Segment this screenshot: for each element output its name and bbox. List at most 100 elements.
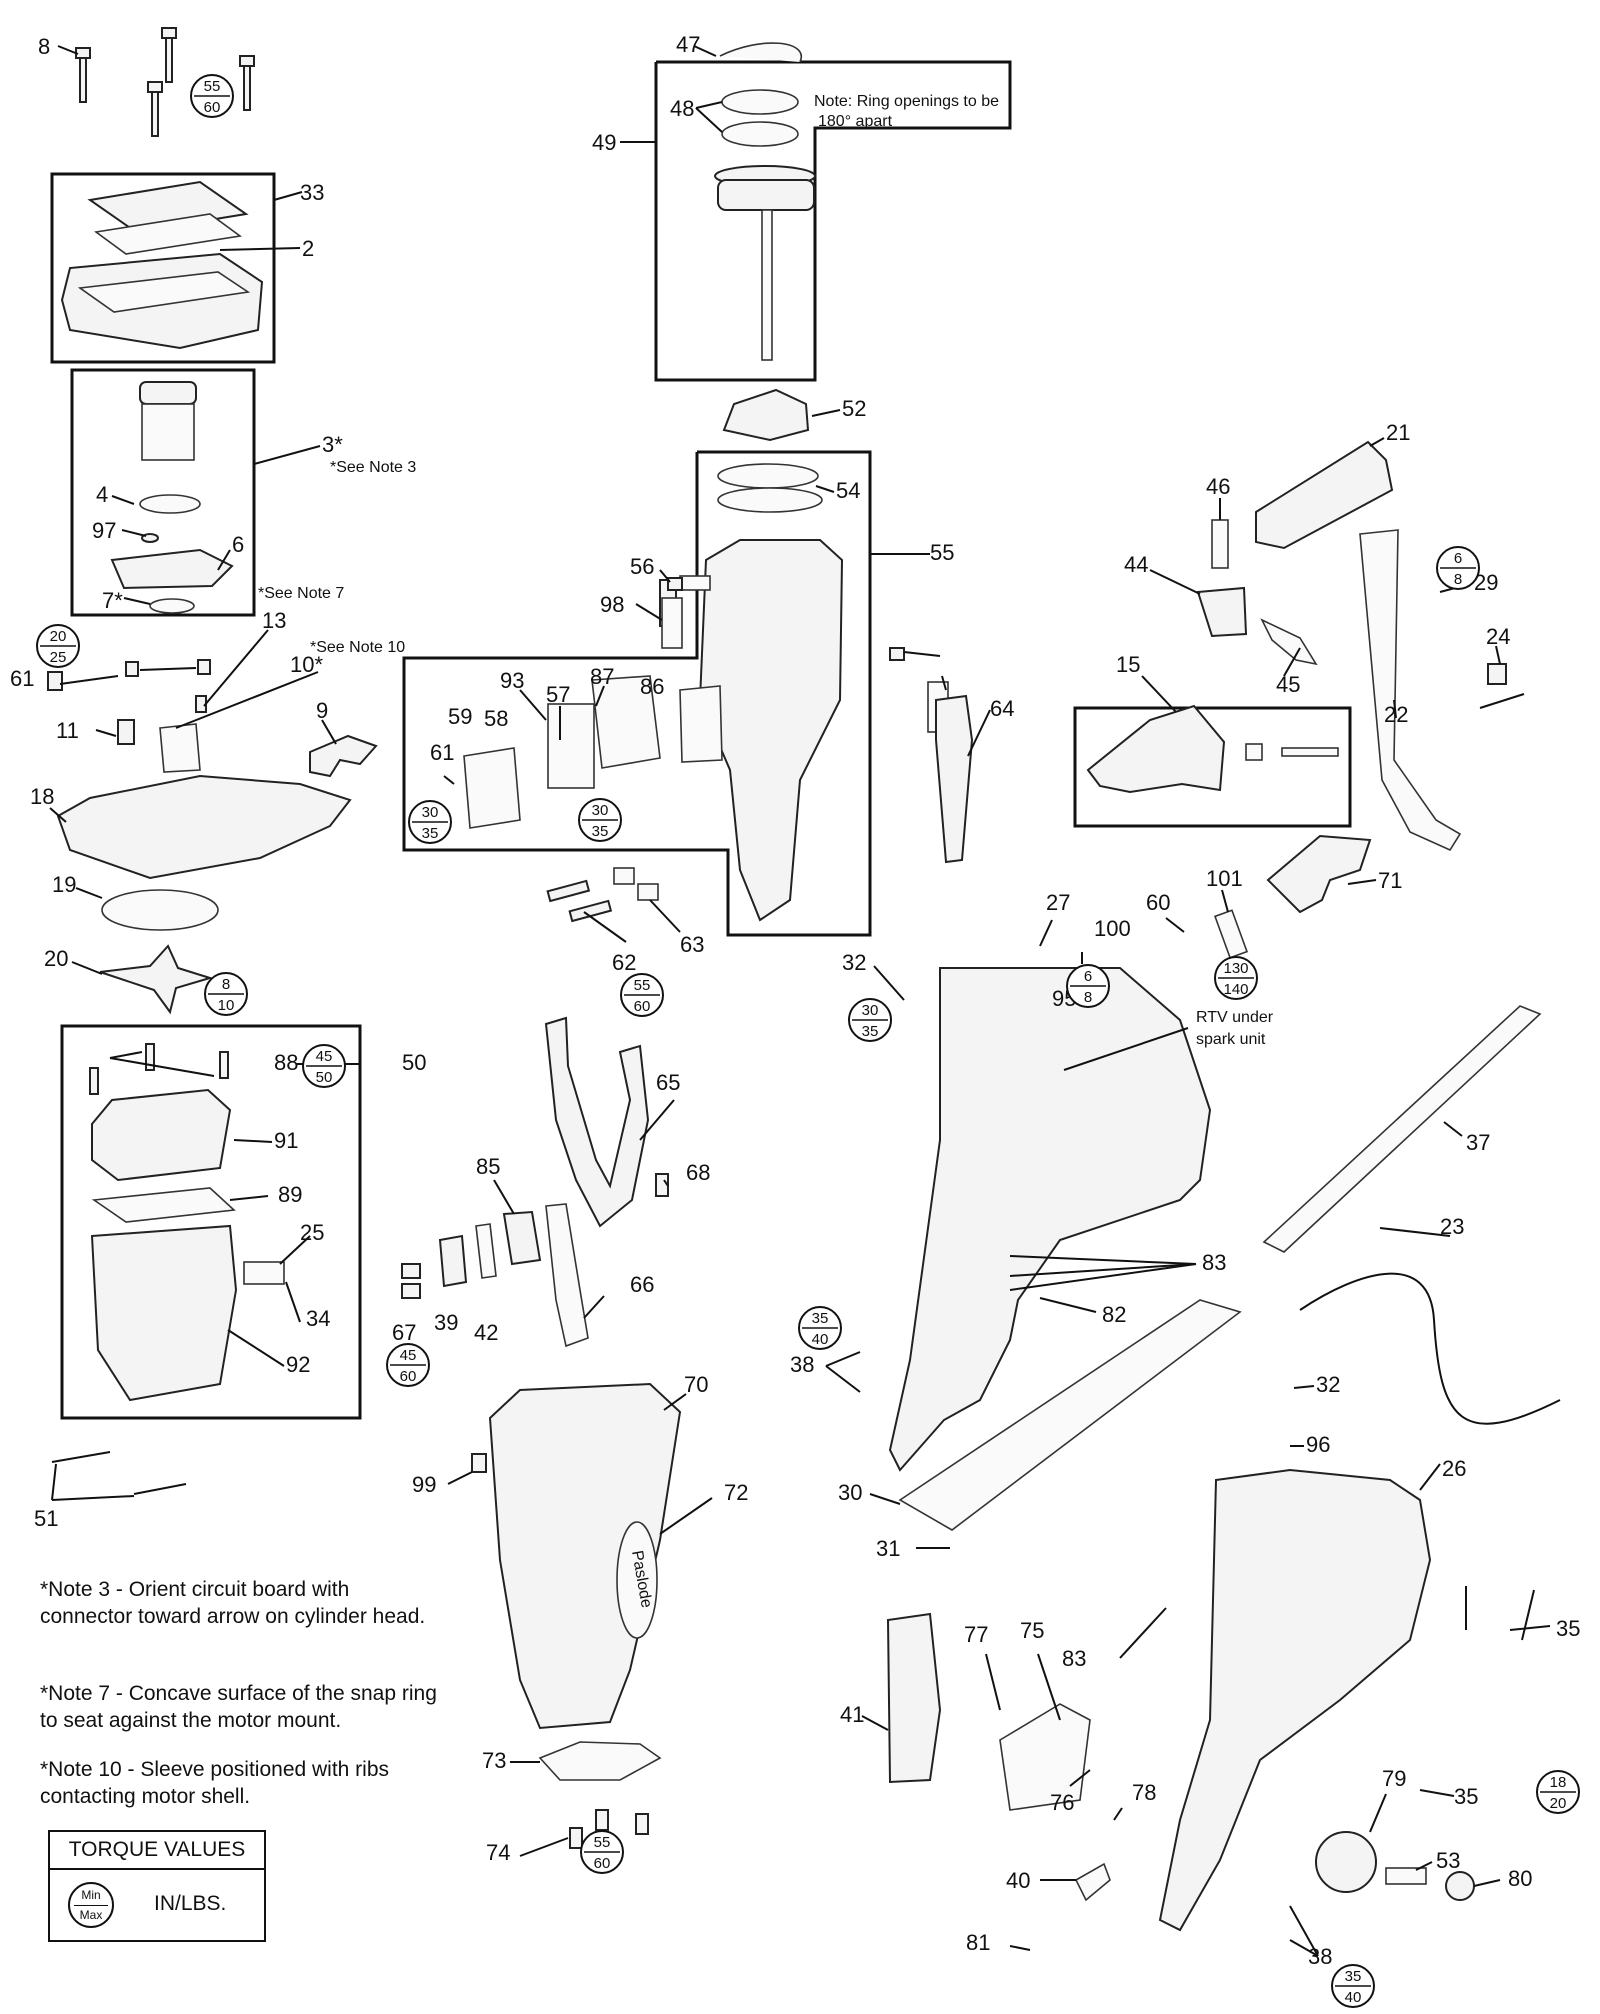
callout-3: 3* (322, 432, 343, 457)
callout-78: 78 (1132, 1780, 1156, 1805)
callout-18: 18 (30, 784, 54, 809)
trigger-small-parts (401, 1173, 669, 1299)
latch-40 (1074, 1862, 1111, 1902)
legend-max: Max (79, 1908, 103, 1922)
torque-min: 130 (1223, 960, 1248, 977)
combustion-chamber-box (402, 450, 872, 937)
main-frame (888, 967, 1212, 1472)
spring-46 (1211, 519, 1229, 569)
callout-13: 13 (262, 608, 286, 633)
latch-75 (999, 1703, 1091, 1811)
callout-53: 53 (1436, 1848, 1460, 1873)
torque-min: 35 (812, 1310, 829, 1327)
torque-min: 30 (862, 1002, 879, 1019)
legend-title: TORQUE VALUES (50, 1832, 264, 1870)
torque-badge: 810 (204, 972, 248, 1016)
note-3: *Note 3 - Orient circuit board with conn… (40, 1578, 426, 1628)
pins (51, 1451, 187, 1495)
callout-33: 33 (300, 180, 324, 205)
callout-83b: 83 (1062, 1646, 1086, 1671)
callout-10: 10* (290, 652, 323, 677)
torque-min: 8 (222, 976, 230, 993)
torque-max: 8 (1084, 989, 1092, 1006)
misc-small-parts (47, 659, 378, 778)
callout-67: 67 (392, 1320, 416, 1345)
torque-max: 8 (1454, 571, 1462, 588)
torque-legend: TORQUE VALUES Min Max IN/LBS. (48, 1830, 266, 1942)
callout-25: 25 (300, 1220, 324, 1245)
bumper (722, 388, 810, 442)
rtv-line2: spark unit (1196, 1031, 1266, 1048)
callout-27: 27 (1046, 890, 1070, 915)
callout-32a: 32 (842, 950, 866, 975)
callout-49: 49 (592, 130, 616, 155)
torque-max: 25 (50, 649, 67, 666)
snap-ring (101, 889, 219, 931)
callout-7: 7* (102, 588, 123, 613)
callout-97: 97 (92, 518, 116, 543)
torque-max: 35 (862, 1023, 879, 1040)
torque-max: 140 (1223, 981, 1248, 998)
trigger-linkage (544, 1016, 650, 1228)
piston-assembly (714, 42, 816, 361)
ring-note-line2: 180° apart (818, 113, 893, 130)
feeder-41 (886, 1612, 942, 1784)
torque-min: 55 (594, 1834, 611, 1851)
torque-max: 50 (316, 1069, 333, 1086)
callout-71: 71 (1378, 868, 1402, 893)
callout-35a: 35 (1556, 1616, 1580, 1641)
rtv-line1: RTV under (1196, 1009, 1274, 1026)
callout-30: 30 (838, 1480, 862, 1505)
callout-37: 37 (1466, 1130, 1490, 1155)
cylinder (463, 463, 844, 922)
callout-93: 93 (500, 668, 524, 693)
spark-wire (1299, 1272, 1561, 1425)
callout-26: 26 (1442, 1456, 1466, 1481)
rail-30-31 (898, 1299, 1242, 1531)
callout-41: 41 (840, 1702, 864, 1727)
callout-101: 101 (1206, 866, 1243, 891)
torque-max: 60 (400, 1368, 417, 1385)
torque-min: 55 (204, 78, 221, 95)
plug (471, 1453, 487, 1473)
torque-badge: 68 (1066, 964, 1110, 1008)
callout-11: 11 (56, 718, 79, 743)
callout-19: 19 (52, 872, 76, 897)
callout-8: 8 (38, 34, 50, 59)
callout-61b: 61 (430, 740, 454, 765)
torque-max: 35 (592, 823, 609, 840)
callout-38a: 38 (790, 1352, 814, 1377)
callout-81: 81 (966, 1930, 990, 1955)
callout-63: 63 (680, 932, 704, 957)
callout-34: 34 (306, 1306, 330, 1331)
callout-70: 70 (684, 1372, 708, 1397)
callout-96: 96 (1306, 1432, 1330, 1457)
callout-46: 46 (1206, 474, 1230, 499)
clip-45 (1260, 618, 1318, 666)
torque-max: 40 (812, 1331, 829, 1348)
wire-harness (1359, 529, 1462, 852)
callout-75: 75 (1020, 1618, 1044, 1643)
callout-38b: 38 (1308, 1944, 1332, 1969)
callout-35b: 35 (1454, 1784, 1478, 1809)
spring-101 (1213, 909, 1249, 959)
connector-24 (1487, 663, 1507, 685)
callout-51: 51 (34, 1506, 58, 1531)
torque-min: 55 (634, 977, 651, 994)
contact-44 (1196, 586, 1248, 638)
callout-55: 55 (930, 540, 954, 565)
contact-bracket (1086, 704, 1226, 794)
torque-max: 35 (422, 825, 439, 842)
callout-72: 72 (724, 1480, 748, 1505)
torque-max: 10 (218, 997, 235, 1014)
callout-21: 21 (1386, 420, 1410, 445)
torque-max: 60 (594, 1855, 611, 1872)
callout-54: 54 (836, 478, 860, 503)
callout-45: 45 (1276, 672, 1300, 697)
